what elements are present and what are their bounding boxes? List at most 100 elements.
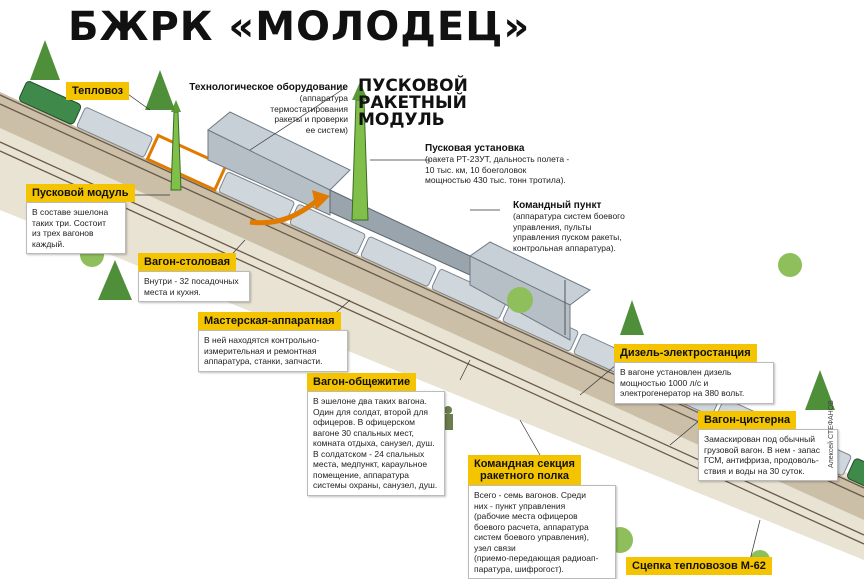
callout-text: Внутри - 32 посадочных	[144, 276, 239, 286]
callout-workshop: Мастерская-аппаратная В ней находятся ко…	[198, 311, 348, 372]
leader-line	[124, 91, 151, 111]
label-command-point: Командный пункт (аппаратура систем боево…	[513, 200, 673, 253]
callout-title: Пусковой модуль	[26, 184, 135, 202]
callout-text: системы охраны, санузел, душ.	[313, 480, 438, 490]
callout-text: комната отдыха, санузел, душ.	[313, 438, 435, 448]
wagon	[360, 236, 437, 287]
callout-text: из трех вагонов	[32, 228, 94, 238]
callout-text: паратура, шифрогост).	[474, 563, 564, 574]
label-text: ракеты и проверки	[274, 114, 348, 124]
callout-coupling: Сцепка тепловозов М-62	[626, 556, 772, 575]
embankment	[0, 120, 864, 560]
callout-text: ствия и воды на 30 суток.	[704, 465, 805, 476]
callout-body: Внутри - 32 посадочных места и кухня.	[138, 271, 250, 302]
callout-title-line: Командная секция	[474, 458, 575, 470]
callout-text: офицеров. В офицерском	[313, 417, 416, 427]
callout-text: Замаскирован под обычный	[704, 434, 815, 444]
leader-lines	[124, 87, 761, 561]
callout-title: Вагон-столовая	[138, 253, 237, 271]
callout-body: В ней находятся контрольно- измерительна…	[198, 330, 348, 372]
callout-text: вагоне 30 спальных мест,	[313, 427, 414, 438]
callout-title: Дизель-электростанция	[614, 344, 757, 362]
page-title: БЖРК «МОЛОДЕЦ»	[68, 4, 531, 50]
launcher-wagon	[145, 133, 228, 192]
callout-diesel-station: Дизель-электростанция В вагоне установле…	[614, 343, 774, 404]
zoom-arrow-head	[312, 190, 330, 210]
callout-text: места, медпункт, караульное	[313, 459, 428, 469]
callout-text: В солдатском - 24 спальных	[313, 448, 425, 459]
callout-title: Вагон-цистерна	[698, 411, 797, 429]
locomotive	[18, 81, 82, 125]
callout-dormitory: Вагон-общежитие В эшелоне два таких ваго…	[307, 372, 445, 496]
callout-text: мощностью 1000 л/с и	[620, 377, 709, 388]
label-text: (ракета РТ-23УТ, дальность полета -	[425, 154, 570, 164]
callout-body: Всего - семь вагонов. Среди них - пункт …	[468, 485, 616, 579]
module-title-line: ПУСКОВОЙ	[358, 76, 468, 96]
label-text: ее систем)	[305, 124, 348, 135]
callout-text: измерительная и ремонтная	[204, 345, 317, 356]
callout-text: систем боевого управления),	[474, 532, 590, 542]
callout-text: В ней находятся контрольно-	[204, 335, 320, 345]
callout-launch-module: Пусковой модуль В составе эшелона таких …	[26, 183, 135, 254]
label-text: (аппаратура	[299, 93, 348, 103]
callout-dining-car: Вагон-столовая Внутри - 32 посадочных ме…	[138, 252, 250, 302]
label-text: (аппаратура систем боевого	[513, 211, 625, 221]
callout-text: места и кухня.	[144, 286, 201, 297]
leader-line	[749, 519, 761, 561]
leader-line	[519, 419, 541, 456]
callout-body: Замаскирован под обычный грузовой вагон.…	[698, 429, 838, 481]
leader-line	[249, 87, 346, 151]
launch-module	[207, 82, 591, 341]
callout-title: Командная секция ракетного полка	[468, 455, 581, 485]
module-title: ПУСКОВОЙ РАКЕТНЫЙ МОДУЛЬ	[358, 78, 468, 129]
callout-text: каждый.	[32, 238, 65, 249]
callout-locomotive: Тепловоз	[66, 81, 130, 100]
callout-text: ГСМ, антифриза, продоволь-	[704, 455, 819, 465]
label-text: мощностью 430 тыс. тонн тротила).	[425, 175, 566, 185]
label-title: Технологическое оборудование	[189, 82, 348, 93]
module-body-left	[207, 129, 331, 216]
callout-text: В составе эшелона	[32, 207, 109, 217]
tree-icon	[30, 40, 60, 80]
callout-title-line: ракетного полка	[479, 470, 569, 482]
callout-text: (приемо-передающая радиоап-	[474, 553, 599, 563]
callout-tank-car: Вагон-цистерна Замаскирован под обычный …	[698, 410, 838, 481]
callout-text: В вагоне установлен дизель	[620, 367, 732, 377]
label-launcher: Пусковая установка (ракета РТ-23УТ, даль…	[425, 143, 610, 186]
soldier-figure	[443, 406, 453, 430]
tree-icon	[507, 287, 533, 313]
label-tech-equipment: Технологическое оборудование (аппаратура…	[180, 82, 348, 135]
label-text: управления пуском ракеты,	[513, 232, 622, 242]
callout-title: Сцепка тепловозов М-62	[626, 557, 772, 575]
callout-text: (рабочие места офицеров	[474, 511, 578, 521]
tree-icon	[778, 253, 802, 277]
label-text: 10 тыс. км, 10 боеголовок	[425, 164, 527, 175]
callout-text: узел связи	[474, 542, 516, 553]
author-credit: Алексей СТЕФАНОВ	[828, 400, 835, 468]
callout-body: В составе эшелона таких три. Состоит из …	[26, 202, 126, 254]
label-title: Командный пункт	[513, 200, 602, 211]
leader-line	[669, 419, 701, 446]
wagon	[76, 107, 153, 158]
callout-text: помещение, аппаратура	[313, 469, 409, 480]
callout-command-section: Командная секция ракетного полка Всего -…	[468, 455, 616, 579]
callout-text: Один для солдат, второй для	[313, 406, 429, 417]
callout-title: Вагон-общежитие	[307, 373, 417, 391]
tree-icon	[620, 300, 644, 335]
callout-text: грузовой вагон. В нем - запас	[704, 444, 821, 455]
locomotive	[847, 458, 864, 502]
label-title: Пусковая установка	[425, 143, 525, 154]
callout-text: аппаратура, станки, запчасти.	[204, 356, 323, 366]
callout-text: В эшелоне два таких вагона.	[313, 396, 427, 406]
leader-line	[579, 364, 617, 396]
gravel-bed	[0, 92, 864, 520]
tree-icon	[805, 370, 835, 410]
leader-line	[459, 359, 471, 381]
callout-body: В вагоне установлен дизель мощностью 100…	[614, 362, 774, 404]
wagon	[218, 171, 295, 222]
label-text: управления, пульты	[513, 221, 592, 232]
module-title-line: РАКЕТНЫЙ	[358, 93, 467, 113]
callout-text: электрогенератор на 380 вольт.	[620, 388, 745, 398]
